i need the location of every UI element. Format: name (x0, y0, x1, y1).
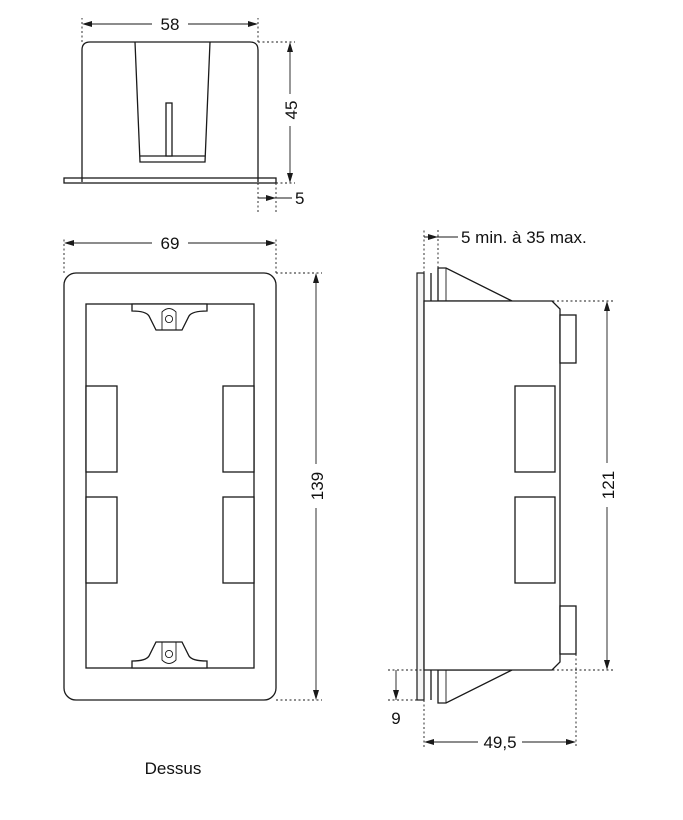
dim-label-69: 69 (161, 234, 180, 253)
front-view: 69 139 (63, 233, 327, 701)
top-view-slot (134, 41, 211, 163)
top-view-body (81, 41, 259, 182)
front-window-left-2 (85, 496, 118, 584)
dim-label-5: 5 (295, 189, 304, 208)
side-view: 5 min. à 35 max. 121 9 49,5 (388, 228, 618, 752)
front-view-opening (85, 303, 255, 669)
front-view-tab-top (131, 303, 208, 331)
side-view-body (423, 300, 561, 671)
side-view-wall-panel (416, 272, 425, 701)
dim-label-58: 58 (161, 15, 180, 34)
dim-label-139: 139 (308, 472, 327, 500)
top-view-clip (165, 102, 173, 157)
side-view-clamp-top (437, 267, 513, 302)
side-window-1 (514, 385, 556, 473)
side-view-clamp-bottom (437, 669, 513, 704)
dim-label-wall: 5 min. à 35 max. (461, 228, 587, 247)
front-window-right-2 (222, 496, 255, 584)
front-view-tab-bottom (131, 641, 208, 669)
dim-label-49-5: 49,5 (483, 733, 516, 752)
caption-dessus: Dessus (145, 759, 202, 778)
front-view-frame (63, 272, 277, 701)
side-view-lug-top (559, 314, 577, 364)
dim-label-45: 45 (282, 101, 301, 120)
dim-label-9: 9 (391, 709, 400, 728)
top-view: 58 45 5 (63, 14, 304, 212)
front-window-left-1 (85, 385, 118, 473)
dim-label-121: 121 (599, 471, 618, 499)
side-view-lug-bottom (559, 605, 577, 655)
top-view-flange (63, 177, 277, 184)
side-window-2 (514, 496, 556, 584)
front-window-right-1 (222, 385, 255, 473)
